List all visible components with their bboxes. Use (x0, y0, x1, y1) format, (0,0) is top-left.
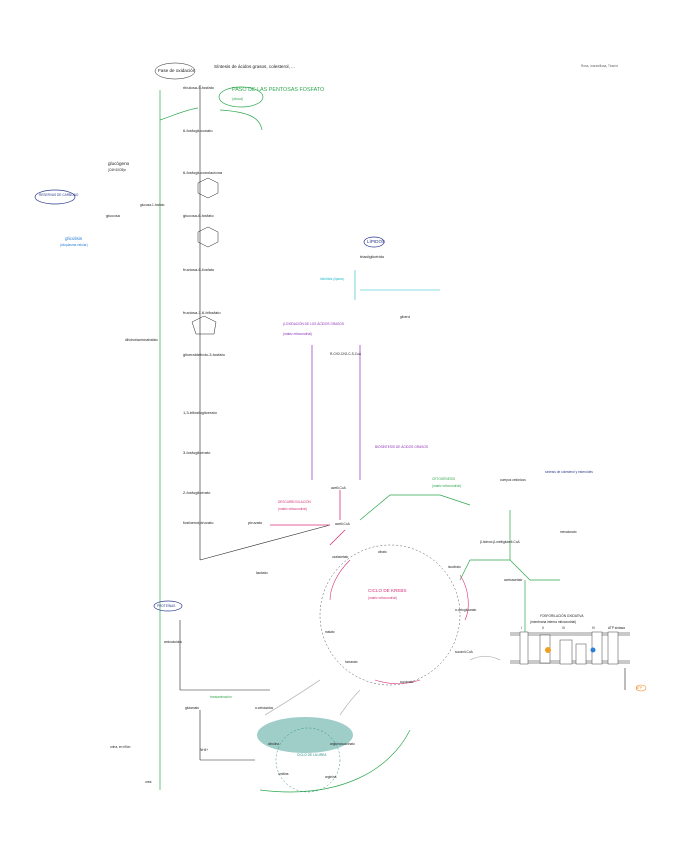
atp-synthase-label: ATP sintasa (608, 626, 625, 630)
metabolite-ribulose-5p: ribulosa-5-fosfato (183, 85, 214, 90)
metabolite-glucose-6p: glucosa-6-fosfato (183, 213, 214, 218)
ketogenesis-sub: (matriz mitocondrial) (432, 484, 461, 488)
oxidation-phase-label: Fase de oxidación (158, 68, 196, 73)
acetyl-coa-label: acetil-CoA (335, 522, 350, 526)
krebs-malate: malato (325, 630, 335, 634)
krebs-fumarate: fumarato (345, 660, 358, 664)
transamination-label: transaminación (210, 695, 232, 699)
beta-oxidation-sub: (matriz mitocondrial) (283, 332, 312, 336)
glycolysis-sub: (citoplasma celular) (60, 243, 88, 247)
oxphos-title: FOSFORILACIÓN OXIDATIVA (540, 614, 584, 618)
atp-label: ATP (636, 686, 642, 690)
krebs-succinate: succinato (400, 680, 414, 684)
lipase-label: hidrólisis (lipasa) (320, 277, 344, 281)
aminoacids-label: aminoácidos (164, 640, 182, 644)
citrulline-label: citrulina (268, 742, 279, 746)
metabolite-3pg: 3-fosfoglicerato (183, 450, 211, 455)
acetoacetate-label: acetoacetato (504, 578, 523, 582)
triglyceride-label: triacilglicérido (360, 254, 385, 259)
decarboxylation-title: DESCARBOXILACIÓN (278, 500, 311, 504)
oxphos-sub: (membrana interna mitocondrial) (530, 620, 577, 624)
cholesterol-synthesis-label: síntesis de colesterol y esteroides (545, 470, 593, 474)
metabolite-pep: fosfoenolpiruvato (183, 520, 214, 525)
pentose-phosphate-title: PASO DE LAS PENTOSAS FOSFATO (232, 87, 325, 93)
alpha-ketoacids-label: α-cetoácidos (255, 706, 274, 710)
complex-i-label: I (521, 626, 522, 630)
argininosuccinate-label: argininosuccinato (330, 742, 355, 746)
krebs-citrate: citrato (378, 550, 387, 554)
urine-label: orina, en riñón (110, 745, 131, 749)
metabolite-glucose: glucosa (106, 213, 120, 218)
hmg-coa-label: β-hidroxi-β-metilglutaril-CoA (480, 540, 520, 544)
mevalonate-label: mevalonato (560, 530, 577, 534)
glycogen-formula: (C6H10O5)n (108, 168, 127, 172)
proteins-title: PROTEÍNAS (157, 604, 176, 608)
beta-oxidation-title: β-OXIDACIÓN DE LOS ÁCIDOS GRASOS (283, 322, 344, 326)
arginine-label: arginina (325, 775, 337, 779)
krebs-title: CICLO DE KREBS (368, 588, 407, 593)
pentose-phosphate-sub: (citosol) (232, 97, 244, 101)
metabolite-pyruvate: piruvato (248, 520, 263, 525)
acetyl-coa-beta-label: acetil-CoA (331, 486, 346, 490)
krebs-isocitrate: isocitrato (448, 565, 461, 569)
author-note: Rosa, maravillosa, Tiranía (581, 64, 618, 68)
complex-iii-label: III (562, 626, 565, 630)
fatty-acid-synthesis-label: Síntesis de ácidos grasos, colesterol, .… (214, 64, 295, 69)
glycerol-label: glicerol (400, 315, 411, 319)
ketogenesis-title: CETOGÉNESIS (432, 477, 455, 481)
metabolite-13bpg: 1,3-bifosfoglicerato (183, 410, 217, 415)
metabolite-g3p: gliceraldehído-3-fosfato (183, 352, 225, 357)
complex-iv-label: IV (592, 626, 596, 630)
metabolite-6-phosphogluconate: 6-fosfogluconato (183, 128, 213, 133)
glutamate-label: glutamato (185, 706, 199, 710)
glycolysis-label: glicolisis (65, 236, 83, 241)
dhap-label: dihidroxiacetonafosfato (125, 338, 158, 342)
krebs-oxaloacetate: oxalacetato (332, 555, 349, 559)
ammonium-label: NH4+ (200, 748, 209, 752)
metabolite-fructose-16bp: fructosa-1,6-bifosfato (183, 310, 221, 315)
complex-ii-label: II (542, 626, 544, 630)
acyl-coa-label: R-CH2-CH2-C-S-CoA (330, 352, 361, 356)
metabolite-fructose-6p: fructosa-6-fosfato (183, 267, 215, 272)
metabolite-lactate: lactato (256, 570, 268, 575)
ornithine-label: ornitina (278, 772, 289, 776)
decarboxylation-sub: (matriz mitocondrial) (278, 507, 307, 511)
krebs-succinyl-coa: succinil-CoA (455, 650, 473, 654)
krebs-sub: (matriz mitocondrial) (368, 596, 397, 600)
lipids-title: LÍPIDOS (367, 239, 386, 244)
glycogen-label: glucógeno (108, 161, 130, 166)
ketone-bodies-label: cuerpos cetónicos (500, 478, 526, 482)
metabolite-6-phosphogluconolactone: 6-fosfogluconolactona (183, 170, 223, 175)
glucose-1p-label: glucosa-1-fosfato (140, 203, 165, 207)
urea-cycle-title: CICLO DE LA UREA (297, 753, 327, 757)
fa-biosynthesis-label: BIOSÍNTESIS DE ÁCIDOS GRASOS (375, 445, 428, 449)
metabolite-2pg: 2-fosfoglicerato (183, 490, 211, 495)
urea-label: urea (145, 780, 152, 784)
krebs-alpha-ketoglutarate: α-cetoglutarato (455, 608, 477, 612)
carbon-reserves-label: RESERVAS DE CARBONO (39, 193, 79, 197)
